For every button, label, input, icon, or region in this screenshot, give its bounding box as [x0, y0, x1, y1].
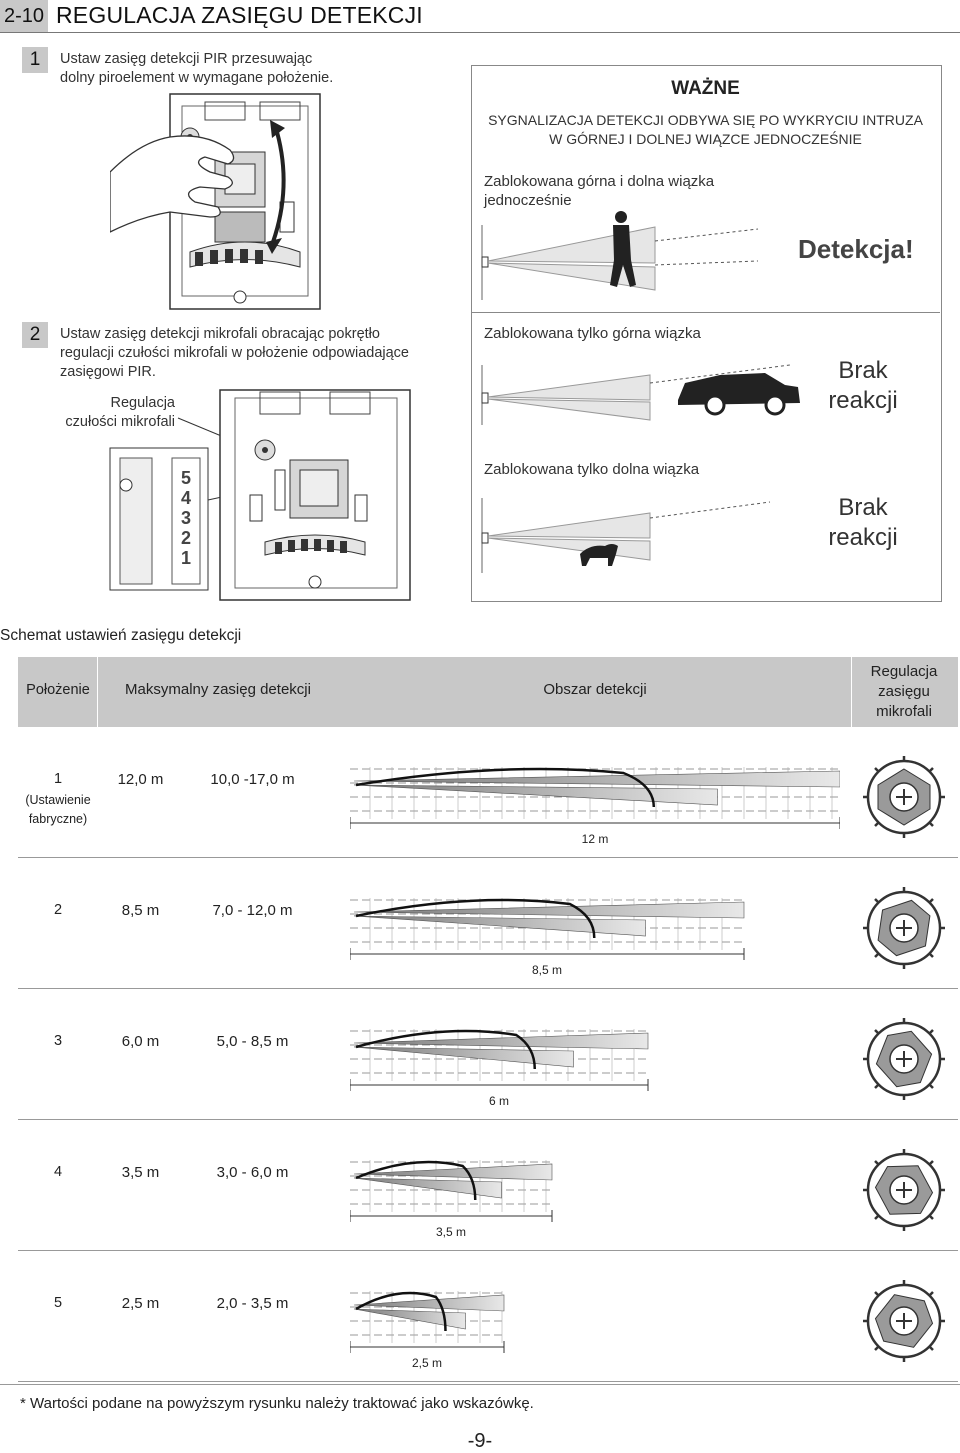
row-position: 5 — [53, 1295, 63, 1311]
row-max-range: 8,5 m — [121, 902, 160, 919]
case-2-result-line-2: reakcji — [828, 387, 898, 414]
microwave-knob-icon — [863, 1018, 945, 1100]
step-1-badge: 1 — [22, 47, 48, 73]
important-box — [471, 65, 942, 602]
case-1-beams — [481, 211, 759, 300]
scale-digit: 4 — [181, 488, 191, 508]
header-sep — [851, 657, 852, 727]
microwave-callout-line-2: czułości mikrofali — [65, 414, 175, 430]
case-divider — [471, 312, 940, 313]
row-max-range: 12,0 m — [117, 771, 164, 788]
step-2-badge: 2 — [22, 322, 48, 348]
microwave-callout-line-1: Regulacja — [110, 395, 176, 411]
header-microwave-line-3: mikrofali — [876, 703, 932, 720]
scale-digit: 2 — [181, 528, 191, 548]
section-number: 2-10 — [0, 0, 48, 32]
row-max-range: 3,5 m — [121, 1164, 160, 1181]
microwave-knob-icon — [863, 887, 945, 969]
detection-area-diagram: 12 m — [350, 767, 840, 846]
page-title: REGULACJA ZASIĘGU DETEKCJI — [56, 2, 423, 28]
row-distance-label: 8,5 m — [532, 963, 562, 977]
case-3-result: Brak reakcji — [818, 493, 908, 553]
header-max-range: Maksymalny zasięg detekcji — [125, 681, 311, 698]
case-2-label: Zablokowana tylko górna wiązka — [484, 325, 701, 342]
detection-area-diagram: 8,5 m — [350, 898, 745, 977]
row-distance-label: 3,5 m — [436, 1225, 466, 1239]
step-1-text: Ustaw zasięg detekcji PIR przesuwając do… — [60, 50, 333, 88]
important-note-line-2: W GÓRNEJ I DOLNEJ WIĄZCE JEDNOCZEŚNIE — [549, 131, 862, 147]
car-icon — [678, 373, 800, 416]
row-divider — [18, 1119, 958, 1120]
row-area: 7,0 - 12,0 m — [212, 902, 293, 919]
row-max-range: 6,0 m — [121, 1033, 160, 1050]
case-1-label: Zablokowana górna i dolna wiązka jednocz… — [484, 172, 714, 210]
scale-digit: 5 — [181, 468, 191, 488]
row-divider — [18, 988, 958, 989]
step-2-line-3: zasięgowi PIR. — [60, 364, 156, 380]
row-distance-label: 6 m — [489, 1094, 509, 1108]
row-area: 3,0 - 6,0 m — [216, 1164, 289, 1181]
case-3-beams — [481, 498, 771, 573]
row-note-line-2: fabryczne) — [28, 812, 88, 826]
step-1-line-1: Ustaw zasięg detekcji PIR przesuwając — [60, 51, 313, 67]
step-1-line-2: dolny piroelement w wymagane położenie. — [60, 70, 334, 86]
row-area: 10,0 -17,0 m — [210, 771, 295, 788]
row-distance-label: 12 m — [582, 832, 609, 846]
step-2-line-2: regulacji czułości mikrofali w położenie… — [60, 345, 409, 361]
row-divider — [18, 857, 958, 858]
row-max-range: 2,5 m — [121, 1295, 160, 1312]
header-area: Obszar detekcji — [543, 681, 647, 698]
row-divider — [18, 1381, 958, 1382]
microwave-knob-icon — [863, 1280, 945, 1362]
row-position: 2 — [53, 902, 63, 918]
header-microwave-line-2: zasięgu — [878, 683, 930, 700]
scale-digit: 1 — [181, 548, 191, 568]
scale-digit: 3 — [181, 508, 191, 528]
important-note: SYGNALIZACJA DETEKCJI ODBYWA SIĘ PO WYKR… — [471, 111, 940, 149]
case-1-result: Detekcja! — [798, 234, 914, 264]
microwave-knob-icon — [863, 1149, 945, 1231]
footnote: * Wartości podane na powyższym rysunku n… — [20, 1395, 534, 1412]
pir-adjust-illustration — [110, 93, 321, 310]
row-divider — [18, 1250, 958, 1251]
row-distance-label: 2,5 m — [412, 1356, 442, 1370]
schema-title: Schemat ustawień zasięgu detekcji — [0, 627, 242, 644]
schema-header-row — [18, 657, 958, 727]
step-2-text: Ustaw zasięg detekcji mikrofali obracają… — [60, 325, 409, 382]
header-microwave-line-1: Regulacja — [870, 663, 938, 680]
case-3-label: Zablokowana tylko dolna wiązka — [484, 461, 700, 478]
page-number: -9- — [467, 1430, 493, 1452]
case-1-label-line-1: Zablokowana górna i dolna wiązka — [484, 173, 715, 190]
row-position: 1 — [53, 771, 63, 787]
animal-icon — [580, 544, 618, 566]
row-note-line-1: (Ustawienie — [25, 793, 91, 807]
case-2-beams — [481, 364, 800, 425]
detection-area-diagram: 6 m — [350, 1029, 649, 1108]
footer-divider — [0, 1384, 960, 1385]
important-note-line-1: SYGNALIZACJA DETEKCJI ODBYWA SIĘ PO WYKR… — [488, 112, 923, 128]
row-position: 4 — [53, 1164, 63, 1180]
row-area: 2,0 - 3,5 m — [216, 1295, 289, 1312]
case-1-label-line-2: jednocześnie — [484, 192, 572, 209]
microwave-callout: Regulacja czułości mikrofali — [40, 394, 175, 432]
row-area: 5,0 - 8,5 m — [216, 1033, 289, 1050]
case-3-result-line-2: reakcji — [828, 524, 898, 551]
case-3-result-line-1: Brak — [838, 494, 888, 521]
person-icon — [610, 211, 636, 287]
case-2-result-line-1: Brak — [838, 357, 888, 384]
row-position: 3 — [53, 1033, 63, 1049]
detection-area-diagram: 2,5 m — [350, 1291, 505, 1370]
header-sep — [97, 657, 98, 727]
important-title: WAŻNE — [671, 78, 740, 99]
detection-area-diagram: 3,5 m — [350, 1160, 553, 1239]
header-position: Położenie — [26, 682, 90, 698]
header-divider — [0, 32, 960, 33]
step-2-line-1: Ustaw zasięg detekcji mikrofali obracają… — [60, 326, 380, 342]
microwave-knob-icon — [863, 756, 945, 838]
header-microwave: Regulacja zasięgu mikrofali — [850, 662, 958, 722]
case-2-result: Brak reakcji — [818, 356, 908, 416]
